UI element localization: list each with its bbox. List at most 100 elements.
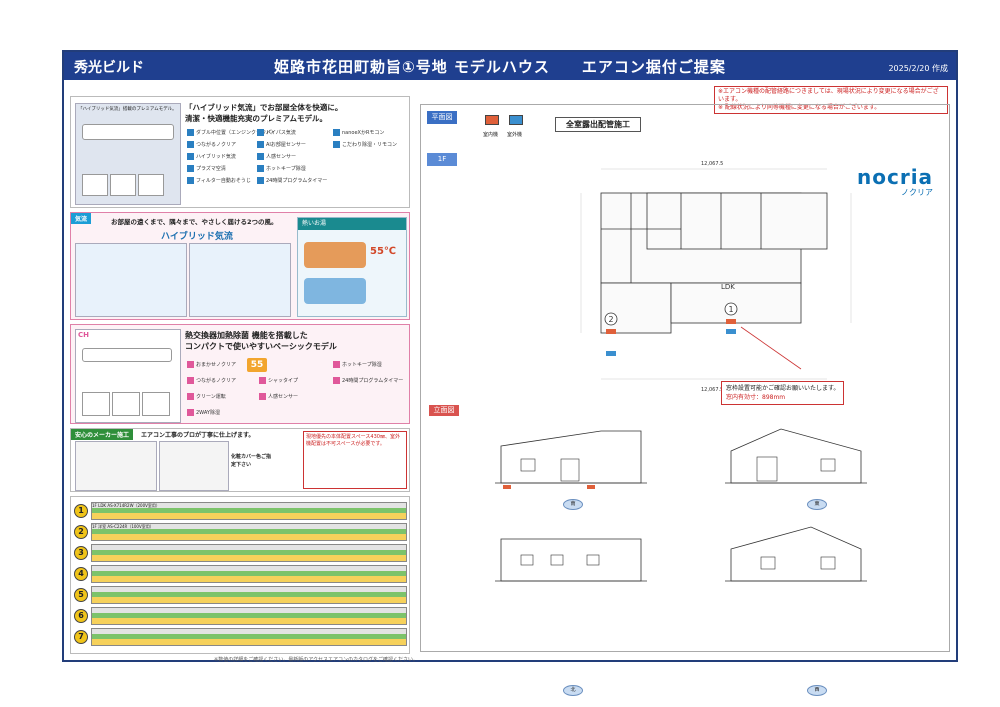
spec-row-header (92, 587, 406, 592)
indoor-legend-label: 室内機 (483, 132, 499, 138)
page-title: 姫路市花田町勅旨①号地 モデルハウス エアコン据付ご提案 (274, 58, 726, 76)
spec-row-header: 1F 洋室 AS-C224R（100V室用） (92, 524, 406, 529)
spec-row-header (92, 545, 406, 550)
elevation-west-label: 西 (807, 685, 827, 696)
series-name: CH (78, 331, 89, 339)
heat-exchanger-image (304, 242, 366, 268)
spec-row-bar (91, 544, 407, 562)
product-image: 「ハイブリッド気流」搭載のプレミアムモデル。 (75, 103, 181, 205)
indoor-unit-image (82, 348, 172, 362)
installation-panel: 安心のメーカー施工 エアコン工事のプロが丁寧に仕上げます。 化粧カバー色ご指定下… (70, 428, 410, 492)
callout-leader (740, 326, 802, 370)
spec-row-yellow (92, 534, 406, 540)
elevation-east (725, 428, 867, 484)
spec-row-bar (91, 565, 407, 583)
outdoor-unit-mark (726, 329, 736, 334)
spec-table: 1 1F LDK AS-X714R2W（200V室用） 2 1F 洋室 AS-C224… (70, 496, 410, 654)
feature-item: こだわり除湿・リモコン (333, 141, 397, 148)
spec-row-yellow (92, 576, 406, 582)
pipe-cover-image (75, 441, 157, 491)
spec-row-bar: 1F 洋室 AS-C224R（100V室用） (91, 523, 407, 541)
spec-row-bar: 1F LDK AS-X714R2W（200V室用） (91, 502, 407, 520)
spec-row: 3 (71, 543, 409, 563)
spec-row-number: 5 (74, 588, 88, 602)
tab-plan[interactable]: 平面図 (427, 111, 457, 124)
basic-headline-1: 熱交換器加熱除菌 機能を搭載した (185, 331, 308, 340)
tab-floor-1f[interactable]: 1F (427, 153, 457, 166)
plan-dimension-lines (580, 168, 852, 380)
indoor-legend-swatch (485, 115, 499, 125)
elevation-south-label: 南 (563, 499, 583, 510)
heat-tag: 熱いお湯 (298, 218, 406, 230)
feature-item: ホットキープ除湿 (333, 361, 382, 368)
feature-item: nanoeXかRモコン (333, 129, 384, 136)
spec-room: 1F LDK (92, 503, 107, 508)
feature-item: つながるノクリア (187, 377, 236, 384)
unit-number-2-marker (604, 312, 618, 326)
feature-item: シャッタイプ (259, 377, 298, 384)
cover-color-label: 化粧カバー色ご指定下さい (231, 454, 272, 468)
spec-row-number: 1 (74, 504, 88, 518)
indoor-unit-mark (606, 329, 616, 334)
product-panel-basic: CH 熱交換器加熱除菌 機能を搭載した コンパクトで使いやすいベーシックモデル … (70, 324, 410, 424)
feature-item: フィルター自動おそうじ (187, 177, 251, 184)
unit-number-2: 2 (609, 315, 614, 324)
spec-row: 4 (71, 564, 409, 584)
spec-row-green (92, 529, 406, 534)
panel1-headline: 「ハイブリッド気流」でお部屋全体を快適に。 (185, 103, 343, 112)
dim-bottom: 12,067.5 (701, 387, 723, 393)
elevation-west (725, 526, 867, 582)
drawing-panel: 平面図 1F 室内機 室外機 全室露出配管施工 nocria ノクリア (420, 104, 950, 696)
feature-item: 2WAY除湿 (187, 409, 220, 416)
tab-elevation[interactable]: 立面図 (429, 405, 459, 416)
feature-item: パイパス気流 (257, 129, 296, 136)
heat-clean-image: 熱いお湯 55℃ (297, 217, 407, 317)
outdoor-legend-label: 室外機 (507, 132, 523, 138)
spec-model: AS-C224R（100V室用） (107, 524, 154, 529)
airflow-tag: 気流 (71, 213, 92, 224)
spec-row-number: 2 (74, 525, 88, 539)
window-check-callout: 窓枠設置可能かご確認お願いいたします。 窓内有効寸：898mm (721, 381, 845, 405)
product-caption: 「ハイブリッド気流」搭載のプレミアムモデル。 (78, 107, 177, 112)
notice-box: ※エアコン機種の配管経路につきましては、現場状況により変更になる場合がございます… (714, 86, 948, 114)
footnote: ※数値の詳細をご確認ください。最新版のアクセスエアコンのカタログをご確認ください… (214, 657, 418, 663)
outdoor-unit-image (82, 174, 108, 196)
spec-row: 5 (71, 585, 409, 605)
spec-row-green (92, 550, 406, 555)
basic-product-image: CH (75, 329, 181, 423)
spec-row-number: 6 (74, 609, 88, 623)
spec-row-bar (91, 628, 407, 646)
spec-row: 2 1F 洋室 AS-C224R（100V室用） (71, 522, 409, 542)
unit-number-1: 1 (729, 305, 734, 314)
spec-row-header: 1F LDK AS-X714R2W（200V室用） (92, 503, 406, 508)
callout-line-1: 窓枠設置可能かご確認お願いいたします。 (726, 385, 840, 392)
temp-badge: 55 (247, 358, 267, 372)
indoor-unit-image (82, 124, 174, 140)
feature-item: プラズマ空清 (187, 165, 226, 172)
spec-row-green (92, 613, 406, 618)
brand-name: 秀光ビルド (74, 60, 144, 76)
airflow-panel: 気流 お部屋の遠くまで、隅々まで、やさしく届ける2つの風。 ハイブリッド気流 熱… (70, 212, 410, 320)
spec-row-yellow (92, 618, 406, 624)
unit-number-1-marker (724, 302, 738, 316)
panel1-sub: 清潔・快適機能充実のプレミアムモデル。 (185, 114, 327, 123)
feature-item: 24時間プログラムタイマー (333, 377, 403, 384)
outdoor-unit-image (112, 392, 140, 416)
proposal-sheet: 秀光ビルド 姫路市花田町勅旨①号地 モデルハウス エアコン据付ご提案 2025/… (62, 50, 958, 696)
nocria-logo-sub: ノクリア (901, 188, 933, 197)
outdoor-legend-swatch (509, 115, 523, 125)
spec-row-header (92, 566, 406, 571)
nocria-logo: nocria (857, 165, 934, 189)
heat-exchanger-image (304, 278, 366, 304)
spec-row: 7 (71, 627, 409, 647)
spec-row-bar (91, 586, 407, 604)
header-bar: 秀光ビルド 姫路市花田町勅旨①号地 モデルハウス エアコン据付ご提案 2025/… (64, 52, 956, 80)
spec-row: 6 (71, 606, 409, 626)
install-photo (159, 441, 229, 491)
plan-title: 全室露出配管施工 (555, 117, 641, 132)
ldk-label: LDK (721, 283, 735, 291)
feature-item: つながるノクリア (187, 141, 236, 148)
spec-model: AS-X714R2W（200V室用） (107, 503, 160, 508)
notice-line-1: ※エアコン機種の配管経路につきましては、現場状況により変更になる場合がございます… (718, 88, 939, 103)
feature-item: 人感センサー (259, 393, 298, 400)
